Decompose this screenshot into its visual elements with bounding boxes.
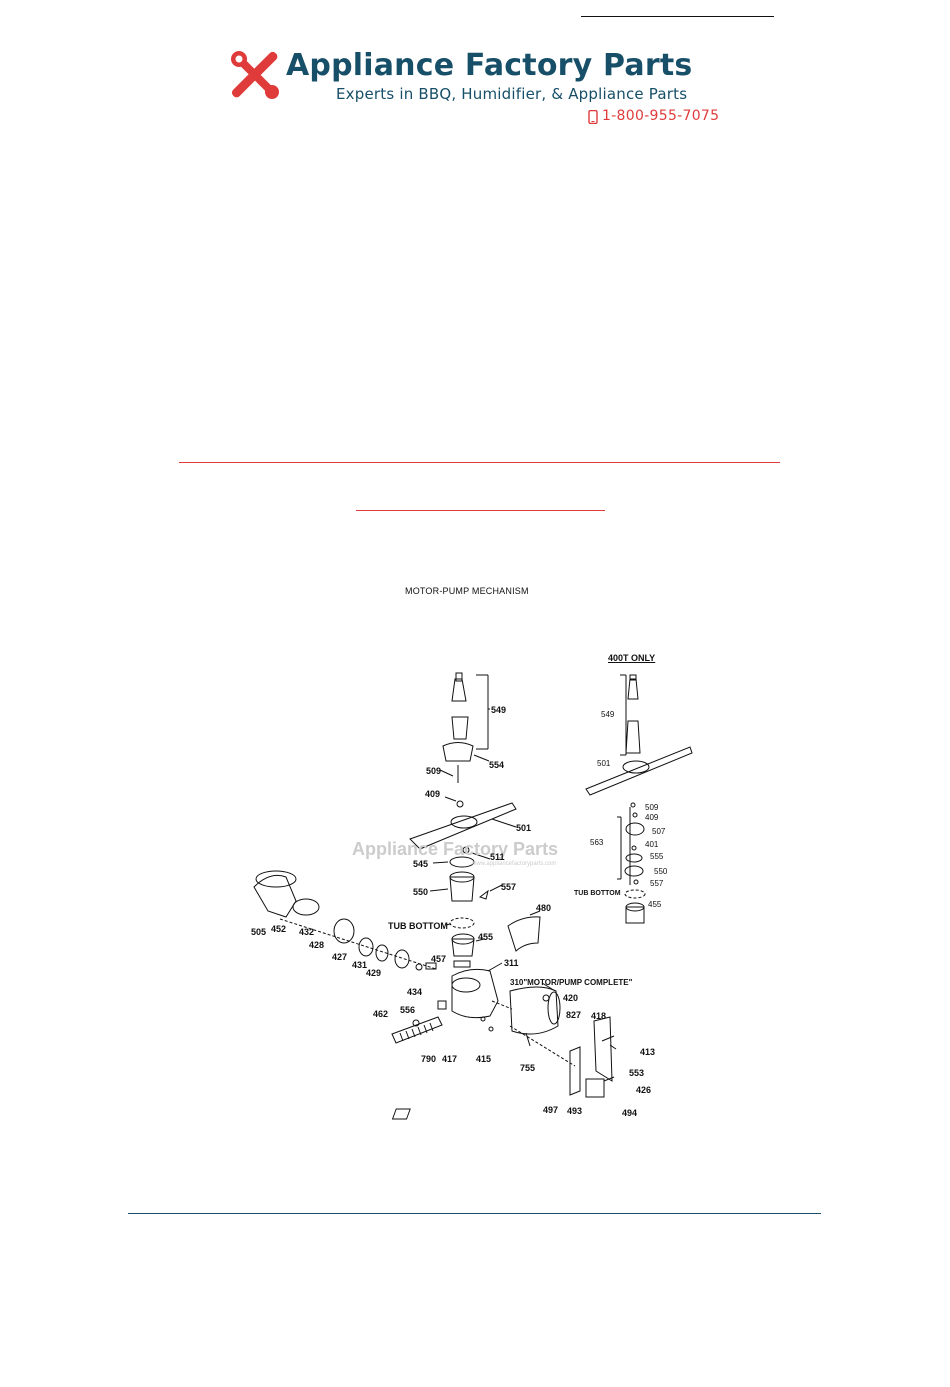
divider-red-long [179,462,780,463]
part-413: 413 [640,1047,656,1057]
part-429: 429 [366,968,382,978]
part-426: 426 [636,1085,652,1095]
part-417: 417 [442,1054,458,1064]
part-415: 415 [476,1054,492,1064]
divider-red-short [356,510,605,511]
diagram-title: MOTOR-PUMP MECHANISM [405,586,529,596]
part-420: 420 [563,993,579,1003]
part-432: 432 [299,927,315,937]
part-563-400t: 563 [590,838,604,847]
part-493: 493 [567,1106,583,1116]
tub-bottom-side-label: TUB BOTTOM [574,890,621,897]
part-557: 557 [501,882,517,892]
part-428: 428 [309,940,325,950]
part-554: 554 [489,760,505,770]
part-497: 497 [543,1105,559,1115]
part-455-400t: 455 [648,900,662,909]
part-409: 409 [425,789,441,799]
top-rule [581,16,774,17]
part-427: 427 [332,952,348,962]
part-494: 494 [622,1108,638,1118]
part-311: 311 [504,958,519,968]
motor-pump-label: 310"MOTOR/PUMP COMPLETE" [510,978,633,987]
part-457: 457 [431,954,447,964]
phone-number[interactable]: 1-800-955-7075 [602,108,720,124]
parts-diagram: Appliance Factory Parts www.appliancefac… [240,571,705,1133]
part-550-400t: 550 [654,867,668,876]
part-401-400t: 401 [645,840,659,849]
diagram-subtitle: 400T ONLY [608,653,656,663]
part-507-400t: 507 [652,827,666,836]
part-431: 431 [352,960,368,970]
part-545: 545 [413,859,429,869]
wrench-screwdriver-icon [228,48,282,102]
logo-tagline: Experts in BBQ, Humidifier, & Appliance … [336,85,688,103]
part-409-400t: 409 [645,813,659,822]
part-790: 790 [421,1054,437,1064]
part-455: 455 [478,932,494,942]
part-434: 434 [407,987,423,997]
part-549: 549 [491,705,507,715]
part-755: 755 [520,1063,536,1073]
watermark-url: www.appliancefactoryparts.com [472,861,557,867]
part-511: 511 [490,852,505,862]
footer-divider [128,1213,821,1214]
part-480: 480 [536,903,552,913]
phone-icon [588,109,598,125]
part-555-400t: 555 [650,852,664,861]
part-509-400t: 509 [645,803,659,812]
watermark: Appliance Factory Parts [352,839,559,859]
part-452: 452 [271,924,287,934]
part-501-400t: 501 [597,759,611,768]
part-418: 418 [591,1011,607,1021]
part-501: 501 [516,823,532,833]
part-556: 556 [400,1005,416,1015]
part-549-400t: 549 [601,710,615,719]
tub-bottom-label: TUB BOTTOM [388,921,448,931]
logo-title: Appliance Factory Parts [286,48,693,83]
part-827: 827 [566,1010,582,1020]
part-553: 553 [629,1068,645,1078]
part-509: 509 [426,766,442,776]
part-557-400t: 557 [650,879,664,888]
part-462: 462 [373,1009,389,1019]
part-550: 550 [413,887,429,897]
part-505: 505 [251,927,267,937]
diagram-drawing [253,672,693,1120]
